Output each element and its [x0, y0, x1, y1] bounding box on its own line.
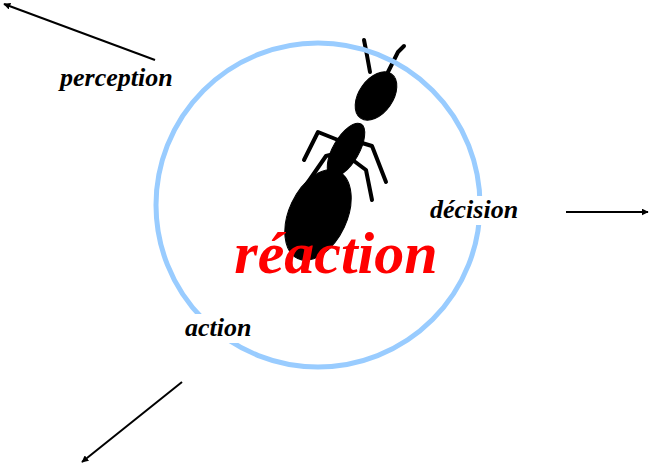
action-arrow [82, 382, 182, 462]
decision-arrow [566, 211, 648, 213]
stage-label: action [183, 314, 253, 343]
stage-label: décision [428, 196, 520, 225]
stage-label: perception [58, 64, 175, 93]
node-title: réaction [234, 220, 437, 286]
perception-arrow [4, 4, 155, 60]
